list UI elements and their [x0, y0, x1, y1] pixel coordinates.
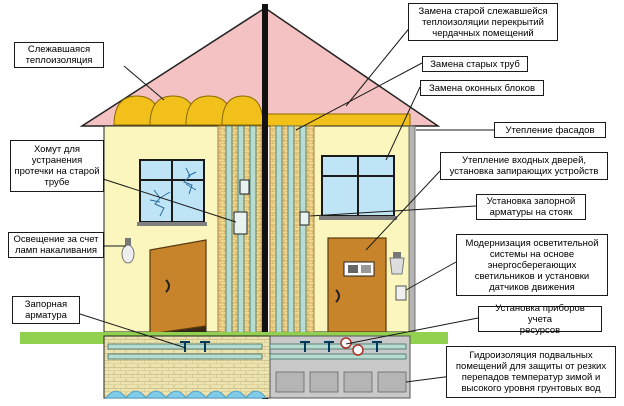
callout-lines: [79, 14, 496, 383]
label-doors: Утепление входных дверей, установка запи…: [440, 152, 608, 180]
label-windows: Замена оконных блоков: [420, 80, 544, 96]
label-valves: Запорная арматура: [12, 296, 80, 324]
meter-icons: [340, 337, 364, 356]
groundwater: [105, 390, 267, 399]
label-attic: Замена старой слежавшейся теплоизоляции …: [408, 3, 558, 41]
label-lighting-old: Освещение за счет ламп накаливания: [8, 232, 104, 258]
label-clamp: Хомут для устранения протечки на старой …: [10, 140, 104, 192]
insulated-door: [327, 237, 387, 333]
broken-window: [137, 159, 207, 226]
label-lighting-new: Модернизация осветительной системы на ос…: [456, 234, 608, 296]
center-divider: [262, 4, 268, 399]
pipe-fitting-icon: [239, 179, 250, 195]
incandescent-bulb-icon: [121, 238, 135, 264]
new-pipes: [275, 125, 307, 349]
attic-insulation-new: [265, 113, 411, 127]
basement-blocks: [275, 371, 407, 393]
label-meters: Установка приборов учета ресурсов: [478, 303, 602, 336]
label-old-insulation: Слежавшаяся теплоизоляция: [14, 42, 104, 68]
motion-sensor-icon: [395, 285, 407, 301]
facade-insulation: [408, 125, 416, 333]
new-window: [319, 155, 397, 220]
old-pipes: [225, 125, 257, 349]
label-waterproofing: Гидроизоляция подвальных помещений для з…: [446, 346, 616, 398]
riser-valve-icon: [299, 211, 310, 226]
pipe-clamp-icon: [233, 211, 248, 235]
label-pipes: Замена старых труб: [422, 56, 528, 72]
label-facade: Утепление фасадов: [494, 122, 606, 138]
energy-saving-lamp-icon: [389, 252, 405, 275]
open-door: [149, 239, 207, 335]
label-riser-valves: Установка запорной арматуры на стояк: [476, 194, 586, 220]
valve-icons: [180, 341, 382, 352]
